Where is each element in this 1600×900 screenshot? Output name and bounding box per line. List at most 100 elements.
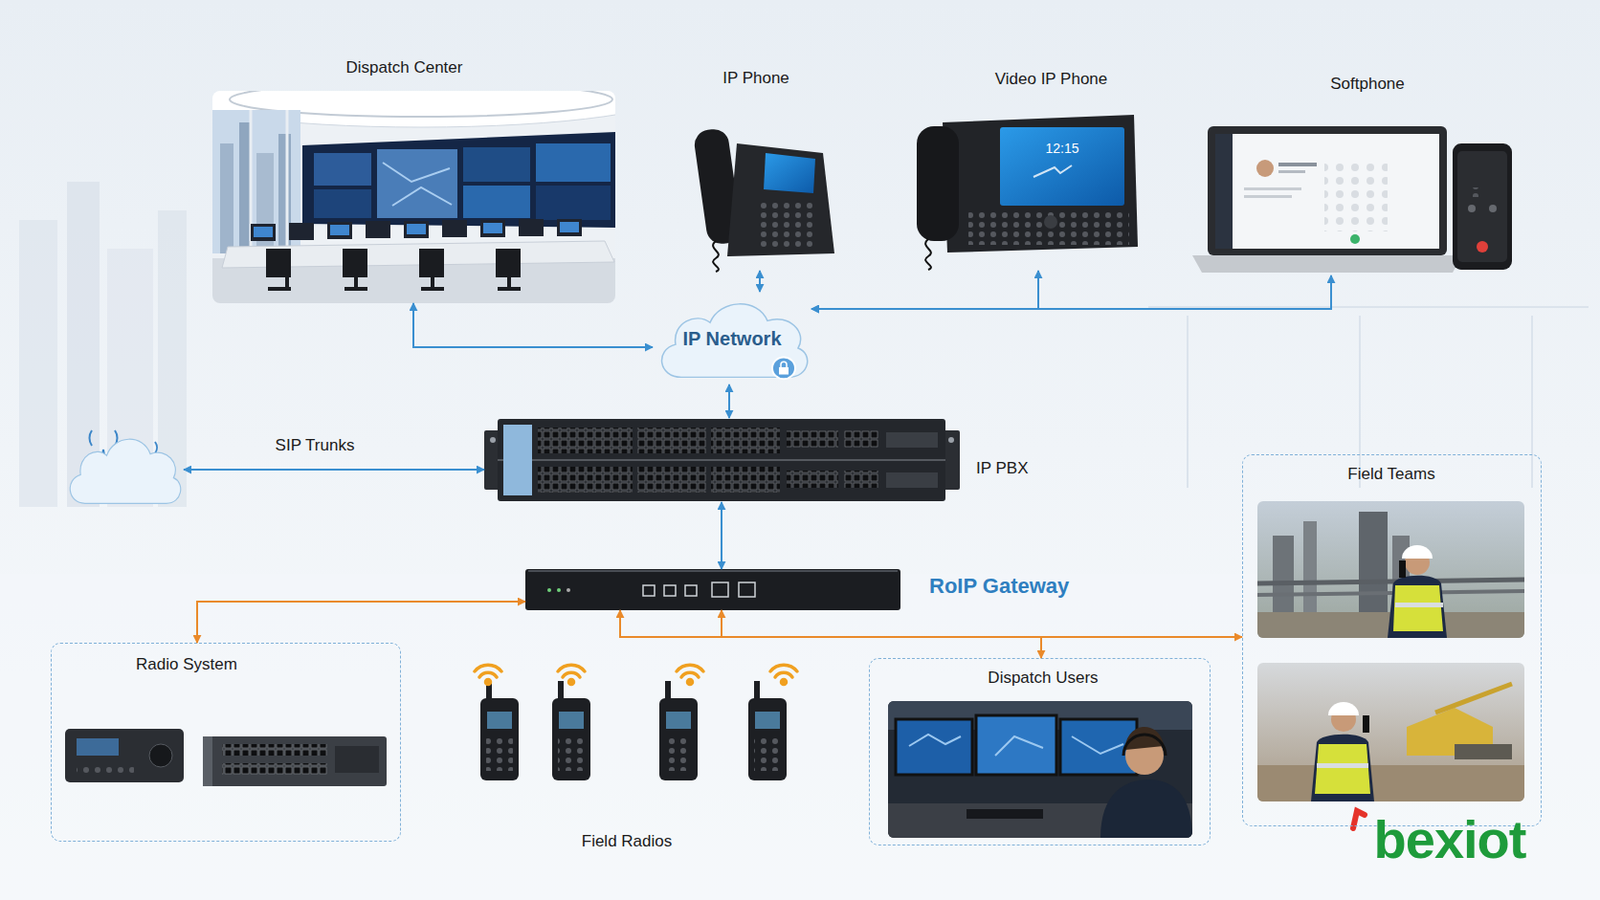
radio-system-devices-part (76, 763, 134, 774)
dispatch-center-photo-part (330, 224, 350, 236)
wifi-signal-icons-part (781, 680, 787, 686)
roip-gateway-box-part (528, 570, 898, 573)
softphone-illustration-part (1278, 162, 1317, 167)
field-teams-group: Field Teams (1242, 454, 1542, 827)
brand-logo: bexiot (1339, 813, 1560, 867)
field-team-photo-2-part (1257, 663, 1525, 802)
softphone-illustration-part (1476, 241, 1489, 253)
dispatch-center-photo-part (483, 222, 503, 234)
ip-pbx-rack-part (711, 466, 780, 493)
dispatch-center-photo (212, 90, 616, 304)
dispatch-center-photo-part (239, 122, 251, 254)
dispatch-center-photo-part (463, 147, 531, 182)
connector-line (811, 270, 1039, 310)
dispatch-center-photo-part (344, 250, 368, 289)
ip-pbx-rack-part (844, 430, 879, 448)
radio-system-devices (65, 729, 387, 787)
node-label: Dispatch Users (869, 668, 1217, 689)
softphone-illustration-part (1256, 159, 1274, 178)
wifi-signal-icons-part (557, 665, 585, 678)
node-label: IP Phone (684, 68, 828, 89)
wifi-signal-icons (474, 665, 798, 685)
ip-pbx-rack-part (786, 470, 839, 489)
softphone-device: Softphone (1199, 118, 1515, 276)
softphone-illustration-part (1278, 170, 1306, 174)
node-label: Field Radios (473, 832, 780, 852)
field-radio-handsets-part (665, 736, 692, 772)
ip-pbx-rack-part (537, 466, 633, 493)
roip-gateway-box-part (525, 569, 901, 611)
field-radio-handsets-part (487, 711, 512, 730)
lock-body (778, 367, 789, 376)
wifi-signal-icons-part (474, 665, 502, 678)
connector-line (183, 468, 485, 471)
dispatch-center-photo-part (535, 185, 611, 221)
radio-system-group: Radio System (50, 643, 401, 843)
roip-gateway-box-part (685, 585, 697, 597)
dispatch-center-photo-part (463, 185, 531, 219)
field-radio-handsets-part (754, 736, 781, 772)
video-phone-illustration (916, 114, 1138, 270)
dispatch-center-panel: Dispatch Center (212, 90, 616, 304)
video-phone-illustration-part (925, 239, 932, 270)
ip-pbx-rack-part (886, 432, 938, 448)
field-radio-handsets-part (480, 698, 519, 781)
radio-system-devices-part (76, 738, 119, 756)
roip-gateway-box: RoIP Gateway (525, 569, 901, 611)
ip-phone-device: IP Phone (693, 114, 838, 271)
dispatch-center-photo-part (559, 222, 579, 233)
softphone-illustration-part (1215, 133, 1233, 249)
field-radio-handsets-part (552, 698, 591, 781)
node-label: IP Network (652, 327, 812, 351)
field-team-photo-1-part (1257, 591, 1525, 596)
background-part (1531, 315, 1534, 489)
field-radio-handsets-part (486, 736, 513, 772)
dispatch-center-photo-part (286, 110, 289, 254)
ip-pbx-rack-part (503, 424, 533, 496)
field-radios-group: Field Radios (473, 658, 793, 823)
softphone-illustration-part (1192, 255, 1463, 273)
softphone-illustration-part (1207, 126, 1447, 256)
softphone-illustration-part (1244, 187, 1302, 191)
dispatch-center-photo-part (220, 143, 234, 254)
video-phone-illustration-part (1033, 165, 1072, 178)
field-team-photo-1-part (1257, 501, 1525, 639)
node-label: Video IP Phone (938, 69, 1164, 89)
ip-pbx-rack-part (489, 437, 496, 444)
field-radio-handsets-part (748, 698, 787, 781)
dispatch-center-photo-part (327, 222, 353, 240)
roip-gateway-box-part (711, 582, 729, 598)
ip-phone-illustration (692, 127, 835, 272)
dispatch-center-photo-part (535, 143, 611, 182)
dispatch-center-photo-part (377, 149, 458, 219)
roip-gateway-box-part (566, 588, 571, 593)
dispatch-center-photo-part (253, 226, 273, 238)
sip-trunk-cloud: SIP Trunks (63, 428, 184, 511)
ip-pbx-rack: IP PBX (484, 418, 960, 503)
connector-line (720, 502, 723, 570)
ip-pbx-rack-part (711, 427, 780, 454)
connector-line (728, 384, 731, 419)
field-team-photo-2 (1257, 663, 1525, 802)
radio-system-devices-part (65, 729, 184, 783)
field-radio-handsets-part (666, 711, 691, 730)
dispatch-center-photo-part (497, 250, 521, 289)
video-phone-illustration-part (916, 126, 959, 242)
roip-gateway-box (525, 569, 901, 611)
dispatch-users-photo-part (966, 809, 1044, 820)
video-phone-illustration-part (1000, 127, 1125, 206)
dispatch-center-photo-part (313, 153, 372, 186)
dispatch-center-photo-part (212, 110, 301, 254)
dispatch-center-photo-part (556, 219, 582, 237)
dispatch-center-photo-part (406, 223, 426, 235)
ip-pbx-rack-part (497, 459, 946, 462)
roip-gateway-box-part (556, 588, 561, 593)
dispatch-center-photo-part (267, 250, 291, 289)
ip-pbx-rack-part (786, 430, 839, 448)
field-team-photo-1-part (1303, 521, 1317, 623)
video-phone-illustration-part (968, 212, 1130, 245)
video-phone-device: Video IP Phone (912, 111, 1138, 271)
node-label: Radio System (51, 655, 322, 675)
